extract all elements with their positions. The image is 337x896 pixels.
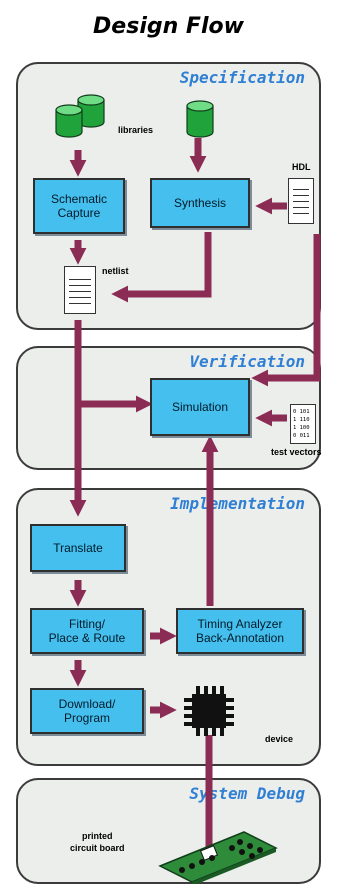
timing-analyzer-box: Timing Analyzer Back-Annotation [176,608,304,654]
device-label: device [265,734,294,744]
fitting-text: Fitting/ Place & Route [48,617,126,645]
implementation-heading: Implementation [170,494,305,513]
libraries-label: libraries [118,125,154,135]
download-box: Download/ Program [30,688,144,734]
simulation-box: Simulation [150,378,250,436]
pcb-label: printed circuit board [70,831,125,853]
netlist-document-icon [64,266,96,314]
libraries-icon [55,94,105,138]
vector-line: 1 110 [293,417,310,423]
verification-heading: Verification [189,352,305,371]
simulation-text: Simulation [171,400,229,414]
hdl-document-icon [288,178,314,224]
netlist-label: netlist [102,266,129,276]
schematic-capture-box: Schematic Capture [33,178,125,234]
synthesis-box: Synthesis [150,178,250,228]
library-cylinder-icon [186,100,214,138]
timing-analyzer-text: Timing Analyzer Back-Annotation [195,617,285,645]
vector-line: 0 101 [293,409,310,415]
system-debug-heading: System Debug [189,784,305,803]
fitting-box: Fitting/ Place & Route [30,608,144,654]
test-vectors-icon: 0 101 1 110 1 100 0 011 [290,404,316,444]
printed-circuit-board-icon [158,831,278,884]
schematic-capture-text: Schematic Capture [50,192,108,220]
device-chip-icon [184,686,234,736]
download-text: Download/ Program [58,697,116,725]
vector-line: 1 100 [293,425,310,431]
hdl-label: HDL [292,162,311,172]
test-vectors-label: test vectors [271,447,322,457]
synthesis-text: Synthesis [173,196,227,210]
translate-box: Translate [30,524,126,572]
vector-line: 0 011 [293,433,310,439]
translate-text: Translate [53,541,103,555]
system-debug-panel: System Debug [16,778,321,884]
specification-heading: Specification [179,68,305,87]
diagram-title: Design Flow [93,14,244,39]
